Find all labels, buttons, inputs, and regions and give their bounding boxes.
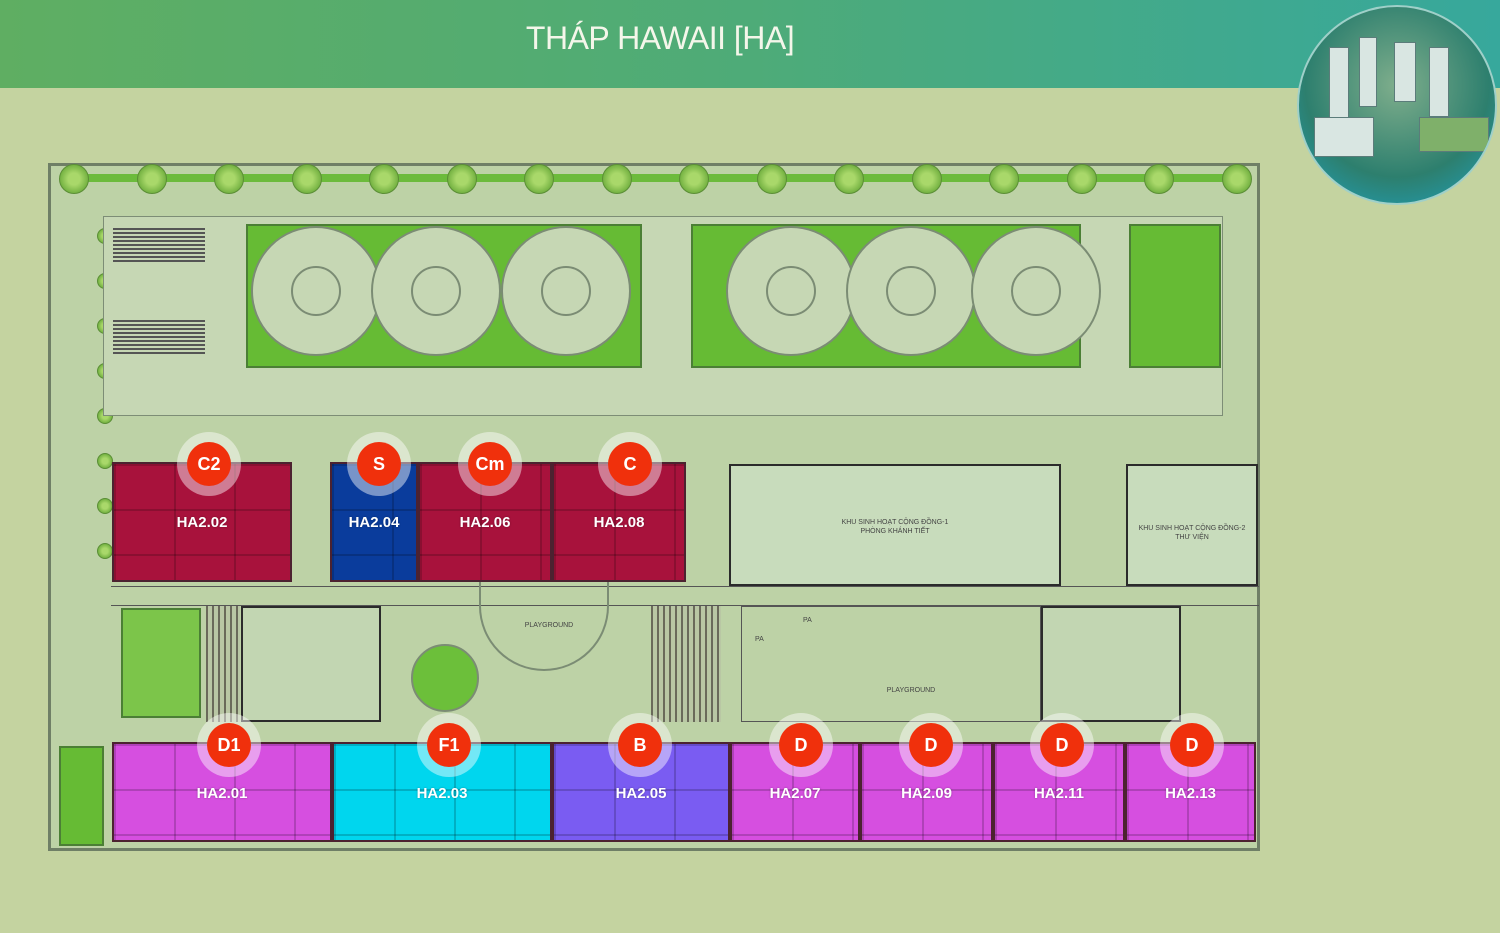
tree-icon [601, 164, 632, 194]
playground-label: PLAYGROUND [886, 687, 936, 694]
tree-icon [1066, 164, 1097, 194]
hedge [61, 174, 1251, 182]
unit-code: HA2.11 [1033, 785, 1085, 802]
community-room-2-sublabel: THƯ VIỆN [1175, 534, 1209, 541]
unit-type-badge[interactable]: F1 [417, 713, 481, 777]
page-title: THÁP HAWAII [HA] [525, 20, 795, 56]
unit-type-badge[interactable]: D [1160, 713, 1224, 777]
badge-label: F1 [427, 723, 471, 767]
badge-label: B [618, 723, 662, 767]
tree-icon [136, 164, 167, 194]
unit-ha2-05[interactable]: HA2.05 [552, 742, 730, 842]
tree-icon [679, 164, 709, 194]
tree-icon [756, 164, 787, 194]
stairs [113, 226, 205, 262]
garden-side [1129, 224, 1221, 368]
tree-icon [834, 164, 864, 194]
unit-type-badge[interactable]: D [769, 713, 833, 777]
lawn [59, 746, 104, 846]
badge-label: D [909, 723, 953, 767]
tree-icon [446, 164, 477, 194]
ramp [651, 606, 721, 722]
badge-label: D [1040, 723, 1084, 767]
tree-icon [97, 543, 113, 559]
stair-elevator-core [241, 606, 381, 722]
unit-type-badge[interactable]: D [899, 713, 963, 777]
tree-icon [369, 164, 399, 194]
unit-code: HA2.01 [196, 785, 248, 802]
tree-icon [291, 164, 322, 194]
unit-type-badge[interactable]: D1 [197, 713, 261, 777]
badge-label: D1 [207, 723, 251, 767]
tree-icon [524, 164, 554, 194]
unit-type-badge[interactable]: Cm [458, 432, 522, 496]
tree-icon [97, 498, 113, 514]
unit-type-badge[interactable]: S [347, 432, 411, 496]
community-room-1-sublabel: PHÒNG KHÁNH TIẾT [860, 528, 930, 535]
ramp [206, 606, 240, 722]
tree-planter [411, 644, 479, 712]
badge-label: D [1170, 723, 1214, 767]
unit-type-badge[interactable]: D [1030, 713, 1094, 777]
tree-icon [989, 164, 1019, 194]
unit-code: HA2.05 [615, 785, 667, 802]
badge-label: S [357, 442, 401, 486]
unit-code: HA2.07 [769, 785, 821, 802]
pa-label: PA [803, 617, 812, 624]
tree-icon [214, 164, 244, 194]
badge-label: C2 [187, 442, 231, 486]
unit-code: HA2.06 [459, 514, 511, 531]
stairs [113, 318, 205, 354]
tree-icon [97, 453, 113, 469]
unit-code: HA2.09 [901, 785, 952, 802]
unit-code: HA2.04 [348, 514, 400, 531]
unit-code: HA2.13 [1165, 785, 1216, 802]
badge-label: D [779, 723, 823, 767]
header-bar: THÁP HAWAII [HA] [0, 0, 1500, 88]
unit-code: HA2.08 [593, 514, 645, 531]
lawn [121, 608, 201, 718]
unit-type-badge[interactable]: C [598, 432, 662, 496]
corridor [111, 586, 1259, 606]
playground-area [741, 606, 1041, 722]
unit-code: HA2.03 [416, 785, 468, 802]
unit-ha2-04[interactable]: HA2.04 [330, 462, 418, 582]
badge-label: C [608, 442, 652, 486]
community-room-2-label: KHU SINH HOẠT CỘNG ĐỒNG-2 [1138, 525, 1246, 532]
playground-label: PLAYGROUND [524, 622, 574, 629]
stair-elevator-core [1041, 606, 1181, 722]
unit-type-badge[interactable]: C2 [177, 432, 241, 496]
tree-icon [1221, 164, 1252, 194]
tree-icon [59, 164, 89, 194]
tree-icon [911, 164, 942, 194]
badge-label: Cm [468, 442, 512, 486]
unit-type-badge[interactable]: B [608, 713, 672, 777]
pa-label: PA [755, 636, 764, 643]
unit-ha2-13[interactable]: HA2.13 [1125, 742, 1256, 842]
community-room-1-label: KHU SINH HOẠT CỘNG ĐỒNG-1 [841, 519, 949, 526]
unit-code: HA2.02 [176, 514, 228, 531]
tower-thumbnail-image[interactable] [1297, 5, 1497, 205]
unit-ha2-06[interactable]: HA2.06 [418, 462, 552, 582]
tree-icon [1144, 164, 1174, 194]
trees [51, 164, 1257, 846]
